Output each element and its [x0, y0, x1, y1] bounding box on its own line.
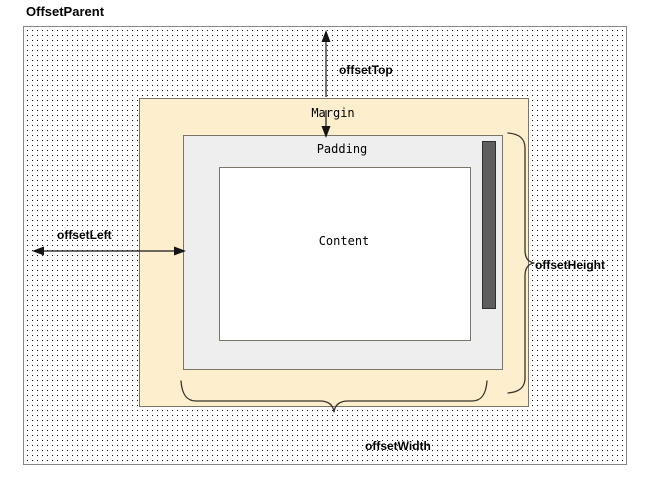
- margin-label: Margin: [311, 106, 355, 120]
- vertical-scrollbar[interactable]: [482, 141, 496, 309]
- offset-height-label: offsetHeight: [535, 258, 605, 272]
- padding-label: Padding: [316, 142, 368, 156]
- offset-width-label: offsetWidth: [365, 439, 431, 453]
- content-box: [219, 167, 471, 341]
- offset-left-label: offsetLeft: [57, 228, 112, 242]
- content-label: Content: [318, 234, 370, 248]
- page-title: OffsetParent: [26, 4, 105, 19]
- offset-top-label: offsetTop: [339, 63, 393, 77]
